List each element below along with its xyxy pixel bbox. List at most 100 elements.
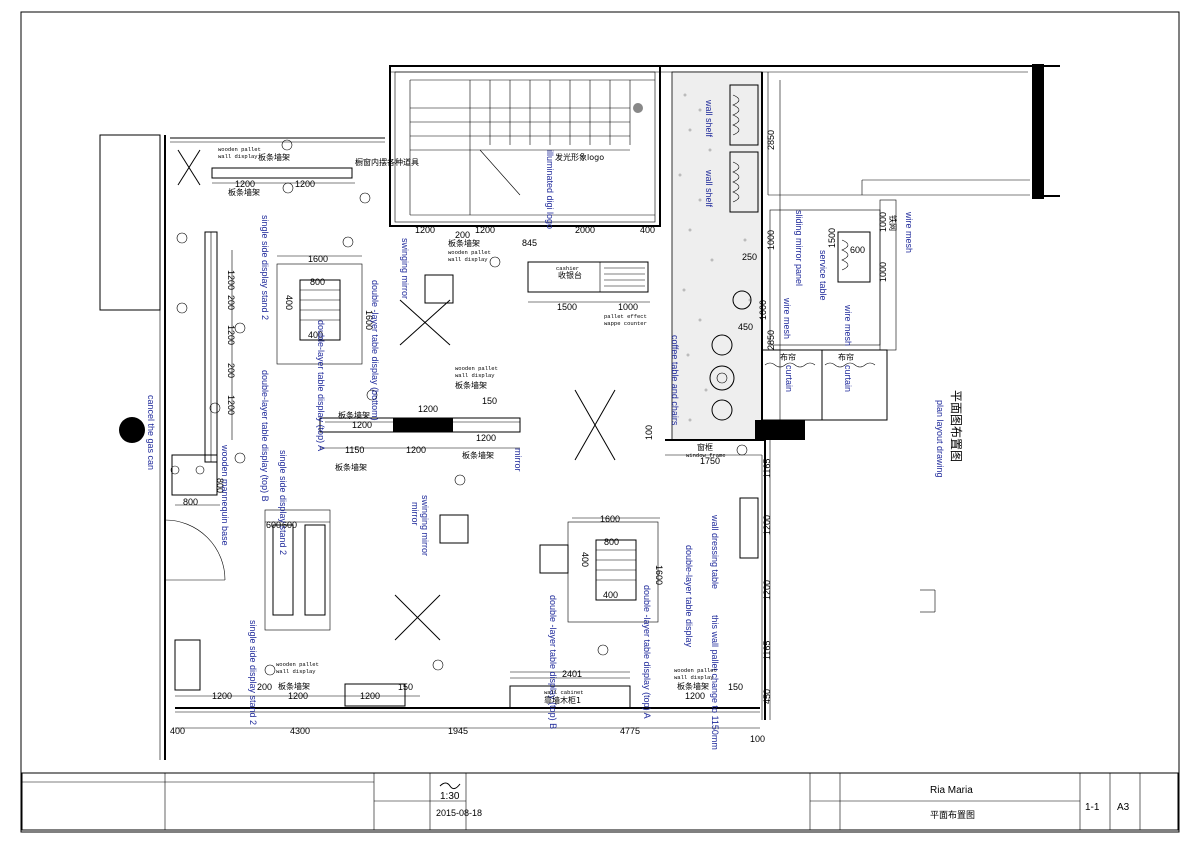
label-single-side-2a: single side display stand 2 — [260, 215, 270, 320]
dim-right-14: 1200 — [762, 515, 772, 535]
wall-block-right — [1032, 64, 1044, 199]
ladder-left — [174, 639, 201, 691]
label-double-layer-b: double-layer table display (top) B — [260, 370, 270, 502]
title-project-name: Ria Maria — [930, 785, 973, 796]
dim-bottom-7: 150 — [728, 682, 743, 692]
dim-center-1: 800 — [310, 277, 325, 287]
mirror-frame-1 — [424, 274, 454, 304]
title-drawing-title: 平面布置图 — [930, 809, 975, 821]
dim-top-4: 2000 — [575, 225, 595, 235]
label-wall-display-2: wall display — [448, 256, 488, 263]
wire-mesh-panel — [879, 199, 897, 351]
label-wooden-pallet-1: wooden pallet — [218, 146, 261, 153]
label-mirror-2: mirror — [410, 502, 420, 526]
title-scale: 1:30 — [440, 791, 460, 802]
dim-left-0: 1200 — [226, 270, 236, 290]
label-swinging-mirror-2: swinging mirror — [420, 495, 430, 556]
dim-center-11: 1600 — [600, 514, 620, 524]
label-curtain-1: curtain — [784, 365, 794, 392]
dim-right-4: 1000 — [758, 300, 768, 320]
label-illuminated-logo-cn: 发光形象logo — [555, 152, 604, 162]
label-slat-wall-9: 板条墙架 — [677, 681, 709, 691]
label-slat-wall-4: 板条墙架 — [455, 380, 487, 390]
dim-right-15: 1200 — [762, 580, 772, 600]
label-wall-cabinet: wall cabinet — [544, 689, 584, 696]
spot-markers — [170, 139, 748, 676]
label-wooden-pallet-2: wooden pallet — [448, 249, 491, 256]
dim-center-2: 400 — [308, 330, 323, 340]
top-wall-display — [211, 167, 353, 179]
dim-right-16: 1165 — [762, 641, 772, 660]
dim-left-4: 1200 — [226, 395, 236, 415]
dim-center-15: 400 — [580, 552, 590, 567]
dim-top-1: 1200 — [415, 225, 435, 235]
dim-center-14: 1600 — [654, 565, 664, 585]
dim-right-1: 1000 — [766, 230, 776, 250]
gas-can-marker — [119, 417, 145, 443]
dim-right-17: 450 — [762, 689, 772, 704]
dim-right-8: 600 — [850, 245, 865, 255]
dim-bottom-1: 200 — [257, 682, 272, 692]
label-curtain-2: curtain — [843, 365, 853, 392]
service-table-unit — [837, 231, 871, 283]
dim-bottom-9: 4300 — [290, 726, 310, 736]
label-single-side-2b: single side display stand 2 — [278, 450, 288, 555]
label-wire-mesh-3: wire mesh — [843, 304, 853, 346]
dim-bottom-0: 1200 — [212, 691, 232, 701]
dim-center-3: 1600 — [364, 310, 374, 330]
label-wall-display-3: wall display — [455, 372, 495, 379]
label-swinging-mirror-1: swinging mirror — [400, 238, 410, 299]
dim-bottom-11: 4775 — [620, 726, 640, 736]
label-slat-wall-8: 板条墙架 — [278, 681, 310, 691]
label-wall-shelf-1: wall shelf — [704, 99, 714, 138]
label-dl-top-a: double -layer table display (top) A — [642, 585, 652, 719]
label-window-frame-en: window frame — [686, 452, 726, 459]
label-cloth-1: 布帘 — [780, 352, 796, 362]
dim-left-2: 1200 — [226, 325, 236, 345]
dim-right-7: 1500 — [827, 228, 837, 248]
label-sliding-mirror: sliding mirror panel — [794, 210, 804, 286]
dim-center-9: 1200 — [476, 433, 496, 443]
single-side-stand-lower — [264, 509, 331, 631]
wall-cabinet — [509, 685, 631, 709]
left-panel — [99, 134, 161, 311]
dim-bottom-8: 400 — [170, 726, 185, 736]
dim-top-2: 200 — [455, 230, 470, 240]
dim-right-3: 250 — [742, 252, 757, 262]
dim-top-9: 1200 — [295, 179, 315, 189]
display-stand-b — [276, 263, 363, 365]
dim-center-5: 1200 — [418, 404, 438, 414]
label-wall-pallet-change: this wall pallet change to 1150mm — [710, 615, 720, 750]
title-block — [21, 772, 1179, 831]
label-slat-wall-6: 板条墙架 — [335, 462, 367, 472]
dim-right-5: 450 — [738, 322, 753, 332]
dim-left-5: 800 — [215, 478, 225, 493]
coffee-table-chairs — [709, 290, 752, 421]
label-single-side-2c: single side display stand 2 — [248, 620, 258, 725]
label-pallet-effect: pallet effect — [604, 313, 647, 320]
dim-left-1: 200 — [226, 295, 236, 310]
label-illuminated-logo: illuminated digi logo — [545, 150, 555, 229]
label-slat-wall-2: 板条墙架 — [228, 187, 260, 197]
label-wall-display-5: wall display — [674, 674, 714, 681]
label-slat-wall-3: 板条墙架 — [448, 238, 480, 248]
left-wall-display — [204, 231, 218, 463]
dim-center-8: 1200 — [406, 445, 426, 455]
label-cashier-en: cashier — [556, 265, 579, 272]
label-cashier-cn: 收银台 — [558, 270, 582, 280]
label-mesh-cn: 铁网 — [888, 215, 898, 231]
label-slat-wall-5: 板条墙架 — [338, 410, 370, 420]
mirror-wall-center — [319, 417, 521, 433]
label-wall-display-4: wall display — [276, 668, 316, 675]
wall-dressing-table — [739, 497, 759, 559]
label-double-layer-a: double-layer table display (top) A — [316, 320, 326, 451]
dim-right-12: 1750 — [700, 456, 720, 466]
dim-top-7: 1500 — [557, 302, 577, 312]
title-date: 2015-08-18 — [436, 808, 482, 818]
label-cancel-gas: cancel the gas can — [146, 395, 156, 470]
dim-left-3: 200 — [226, 363, 236, 378]
label-plan-layout-en: plan layout drawing — [935, 400, 945, 478]
dim-right-0: 2850 — [766, 130, 776, 150]
